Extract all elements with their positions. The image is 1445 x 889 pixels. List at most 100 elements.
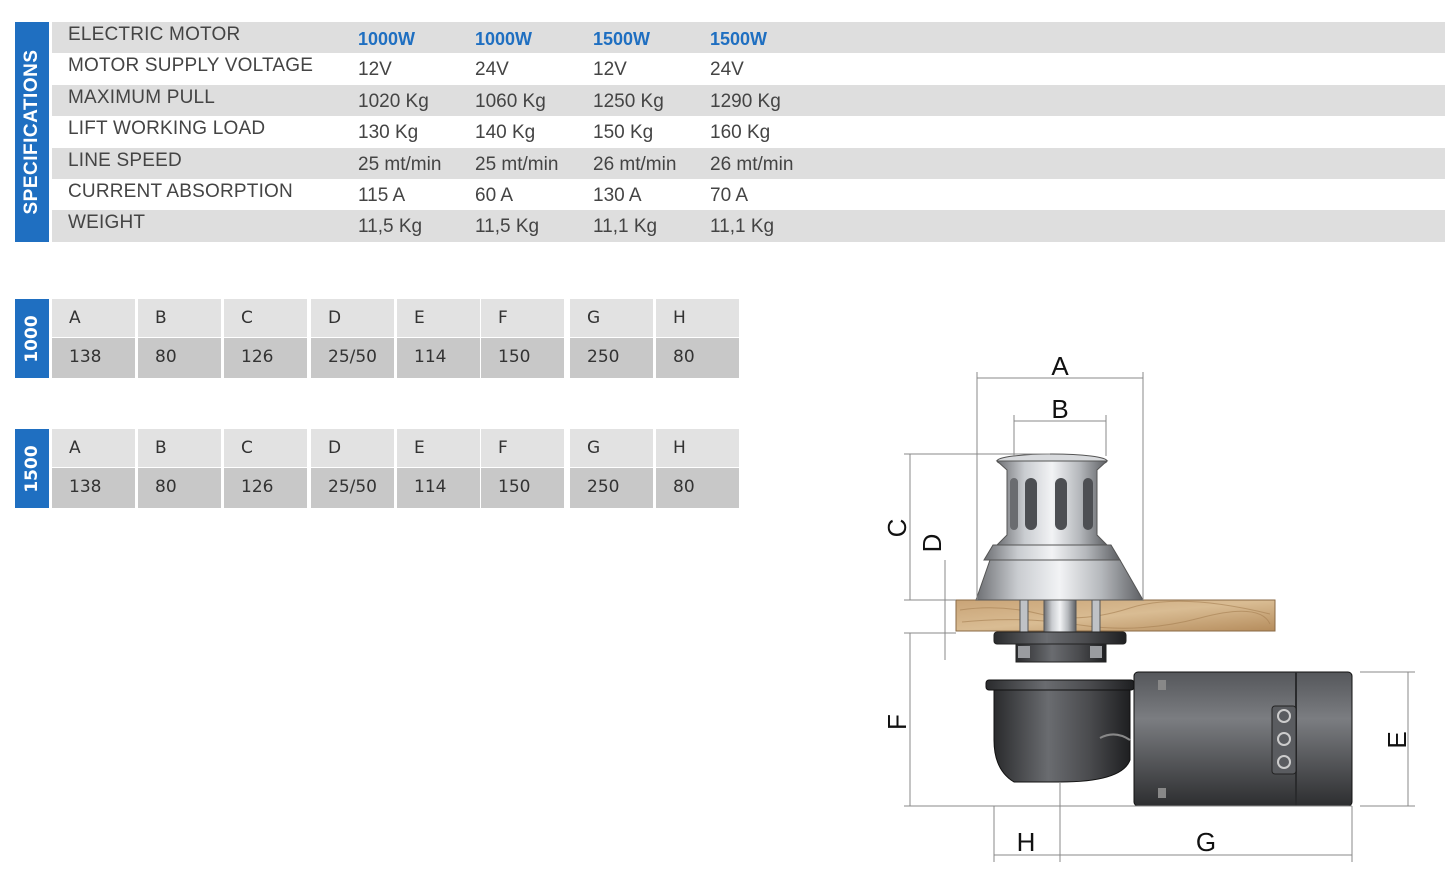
dim-value-cell: 114 (397, 338, 480, 378)
dim-value: 150 (498, 347, 531, 367)
specifications-tab: SPECIFICATIONS (15, 22, 49, 242)
spec-row-current-absorption: CURRENT ABSORPTION 115 A 60 A 130 A 70 A (52, 179, 1445, 210)
spec-label: CURRENT ABSORPTION (68, 180, 293, 202)
dim-header-cell: C (224, 429, 307, 467)
dim-value-cell: 80 (656, 468, 739, 508)
dim-value-cell: 150 (481, 468, 564, 508)
dim-header-cell: A (52, 429, 135, 467)
dim-value-cell: 80 (138, 338, 221, 378)
specifications-title: SPECIFICATIONS (21, 49, 42, 215)
dim-value: 250 (587, 477, 620, 497)
dim-header-cell: B (138, 299, 221, 337)
dim-value-cell: 250 (570, 468, 653, 508)
dim-value: 114 (414, 477, 447, 497)
dim-header-label: B (155, 308, 167, 328)
spec-label: LIFT WORKING LOAD (68, 118, 266, 140)
spec-value: 1500W (710, 29, 768, 49)
spec-value: 1290 Kg (710, 90, 781, 112)
spec-row-supply-voltage: MOTOR SUPPLY VOLTAGE 12V 24V 12V 24V (52, 53, 1445, 84)
dim-header-label: B (155, 438, 167, 458)
spec-value: 140 Kg (475, 122, 536, 144)
spec-value: 11,5 Kg (358, 216, 423, 238)
spec-label: ELECTRIC MOTOR (68, 24, 241, 45)
dim-label-b: B (1051, 394, 1068, 424)
spec-value: 70 A (710, 184, 749, 206)
spec-label: WEIGHT (68, 212, 146, 234)
dim-label-d: D (917, 534, 947, 553)
gearbox-flange (985, 679, 1135, 691)
dim-value: 80 (155, 477, 177, 497)
spec-row-lift-working-load: LIFT WORKING LOAD 130 Kg 140 Kg 150 Kg 1… (52, 116, 1445, 147)
dim-value-cell: 126 (224, 338, 307, 378)
dim-header-cell: H (656, 299, 739, 337)
dim-header-cell: E (397, 429, 480, 467)
spec-value: 150 Kg (593, 122, 654, 144)
dim-value: 138 (69, 477, 102, 497)
dim-value: 80 (673, 477, 695, 497)
dim-header-label: G (587, 438, 601, 458)
dim-value-cell: 114 (397, 468, 480, 508)
deck-board (955, 599, 1276, 632)
spec-value: 130 Kg (358, 122, 419, 144)
dim-header-cell: H (656, 429, 739, 467)
spec-value: 1060 Kg (475, 90, 546, 112)
model-tab: 1500 (15, 429, 49, 508)
spec-value: 60 A (475, 184, 514, 206)
dim-header-label: F (498, 438, 508, 458)
spec-value: 1000W (358, 29, 416, 49)
spec-label: MOTOR SUPPLY VOLTAGE (68, 55, 314, 77)
spec-value: 130 A (593, 184, 642, 206)
dim-header-label: F (498, 308, 508, 328)
spec-value: 1250 Kg (593, 90, 664, 112)
dim-header-cell: F (481, 299, 564, 337)
dim-header-cell: D (311, 299, 394, 337)
dim-header-label: H (673, 438, 686, 458)
spec-value: 1020 Kg (358, 90, 429, 112)
dim-header-label: D (328, 438, 342, 458)
dim-header-label: A (69, 308, 81, 328)
dim-value-cell: 80 (656, 338, 739, 378)
spec-value: 11,1 Kg (710, 216, 775, 238)
dim-value: 25/50 (328, 347, 377, 367)
model-label: 1500 (22, 444, 42, 493)
spec-value: 12V (593, 59, 627, 81)
dim-value-cell: 25/50 (311, 468, 394, 508)
dim-value: 25/50 (328, 477, 377, 497)
spec-value: 1000W (475, 29, 533, 49)
spec-value: 24V (475, 59, 509, 81)
spec-value: 24V (710, 59, 744, 81)
dim-value-cell: 250 (570, 338, 653, 378)
windlass-technical-drawing: A B H G C D F E (882, 351, 1415, 862)
dim-value: 80 (155, 347, 177, 367)
spec-value: 26 mt/min (593, 153, 677, 175)
dim-header-label: G (587, 308, 601, 328)
spec-value: 26 mt/min (710, 153, 794, 175)
dim-value: 126 (241, 477, 274, 497)
dim-header-cell: G (570, 429, 653, 467)
dim-label-g: G (1196, 827, 1216, 857)
model-tab: 1000 (15, 299, 49, 378)
dim-label-e: E (1382, 731, 1412, 748)
spec-value: 25 mt/min (358, 153, 442, 175)
base-flange (975, 559, 1144, 601)
dim-value: 138 (69, 347, 102, 367)
dim-header-label: C (241, 438, 253, 458)
dim-value-cell: 138 (52, 468, 135, 508)
dim-header-cell: A (52, 299, 135, 337)
dim-value: 250 (587, 347, 620, 367)
dim-value: 150 (498, 477, 531, 497)
dim-value: 80 (673, 347, 695, 367)
spec-value: 115 A (358, 184, 406, 206)
spec-value: 160 Kg (710, 122, 771, 144)
dim-header-label: E (414, 438, 425, 458)
spec-row-maximum-pull: MAXIMUM PULL 1020 Kg 1060 Kg 1250 Kg 129… (52, 84, 1445, 117)
dim-header-cell: B (138, 429, 221, 467)
dim-header-label: D (328, 308, 342, 328)
dim-header-cell: D (311, 429, 394, 467)
dim-header-cell: F (481, 429, 564, 467)
dim-value: 126 (241, 347, 274, 367)
dim-value-cell: 80 (138, 468, 221, 508)
dim-header-cell: E (397, 299, 480, 337)
spec-label: MAXIMUM PULL (68, 86, 216, 108)
